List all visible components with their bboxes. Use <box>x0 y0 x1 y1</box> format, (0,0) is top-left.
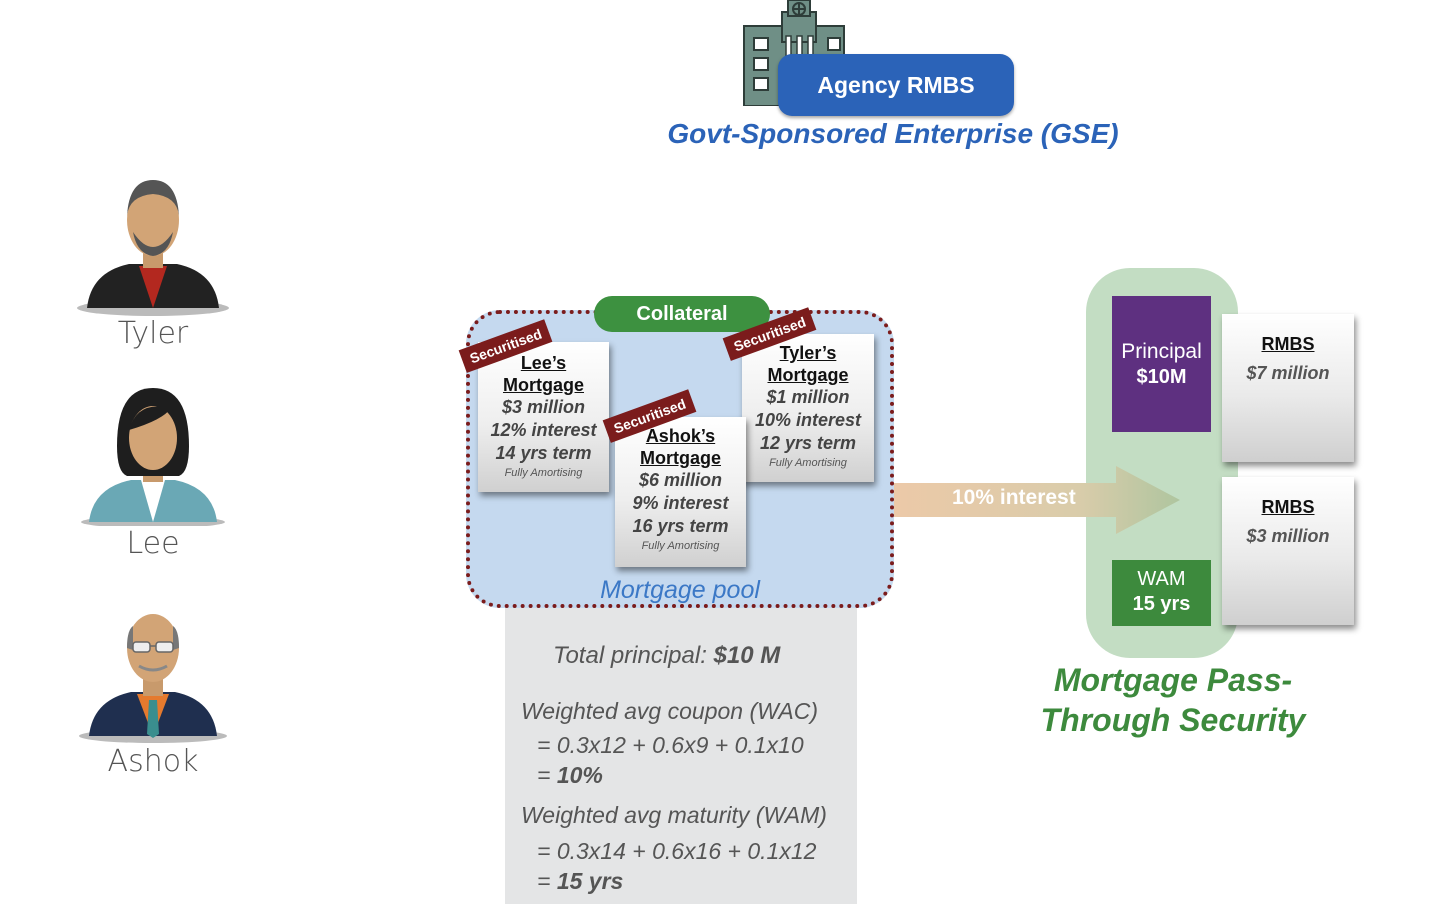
mortgage-term: 14 yrs term <box>495 443 592 463</box>
person-ashok: Ashok <box>70 608 236 779</box>
total-principal-value: $10 M <box>713 642 781 669</box>
mortgage-title: Mortgage <box>503 375 584 395</box>
person-name: Lee <box>126 526 180 561</box>
wam-formula: = 0.3x14 + 0.6x16 + 0.1x12 <box>537 838 817 864</box>
person-name: Ashok <box>107 744 199 779</box>
rmbs-tranche-1: RMBS $7 million <box>1222 314 1354 462</box>
agency-rmbs-label: Agency RMBS <box>778 54 1014 116</box>
mortgage-term: 12 yrs term <box>759 433 857 453</box>
interest-flow-arrow <box>894 466 1180 534</box>
woman-avatar-icon <box>81 388 225 526</box>
wam-equals: = <box>537 868 551 894</box>
mortgage-title: Lee’s <box>520 353 567 373</box>
wac-formula: = 0.3x12 + 0.6x9 + 0.1x10 <box>537 732 804 758</box>
wac-equals: = <box>537 762 551 788</box>
rmbs-value: $7 million <box>1246 363 1330 383</box>
wac-result: 10% <box>556 762 603 788</box>
mortgage-card-ashok: Ashok’s Mortgage $6 million 9% interest … <box>615 417 746 567</box>
man-with-glasses-avatar-icon <box>79 614 227 743</box>
mortgage-card-tyler: Tyler’s Mortgage $1 million 10% interest… <box>742 334 874 482</box>
mortgage-pool-label: Mortgage pool <box>600 576 760 604</box>
principal-box: Principal $10M <box>1112 296 1211 432</box>
principal-label: Principal <box>1121 340 1202 363</box>
wam-box-label: WAM <box>1137 568 1186 590</box>
gse-title: Govt-Sponsored Enterprise (GSE) <box>667 118 1119 149</box>
wam-box: WAM 15 yrs <box>1112 560 1211 626</box>
principal-value: $10M <box>1136 366 1187 388</box>
mortgage-amount: $3 million <box>501 397 586 417</box>
person-tyler: Tyler <box>70 176 236 351</box>
person-name: Tyler <box>117 316 189 351</box>
mortgage-title: Ashok’s <box>645 426 716 446</box>
mortgage-pass-through-title: Mortgage Pass-Through Security <box>1040 662 1306 738</box>
wam-label: Weighted avg maturity (WAM) <box>521 802 827 828</box>
mortgage-term: 16 yrs term <box>632 516 729 536</box>
mortgage-title: Mortgage <box>767 365 849 385</box>
wac-label: Weighted avg coupon (WAC) <box>521 698 819 724</box>
mortgage-interest: 10% interest <box>754 410 862 430</box>
mortgage-interest: 9% interest <box>632 493 729 513</box>
interest-flow-label: 10% interest <box>952 486 1076 509</box>
mortgage-type: Fully Amortising <box>769 457 847 469</box>
mortgage-type: Fully Amortising <box>504 467 583 479</box>
mortgage-title: Tyler’s <box>779 343 837 363</box>
mortgage-amount: $1 million <box>766 387 850 407</box>
total-principal-label: Total principal: <box>553 642 707 669</box>
rmbs-label: RMBS <box>1261 334 1315 354</box>
mortgage-type: Fully Amortising <box>641 540 720 552</box>
pool-statistics-panel: Total principal: $10 M Weighted avg coup… <box>505 608 857 904</box>
rmbs-value: $3 million <box>1246 526 1330 546</box>
collateral-label: Collateral <box>594 296 770 332</box>
wam-box-value: 15 yrs <box>1132 593 1191 615</box>
rmbs-label: RMBS <box>1261 497 1315 517</box>
person-lee: Lee <box>70 386 236 561</box>
mortgage-card-lee: Lee’s Mortgage $3 million 12% interest 1… <box>478 342 609 492</box>
mortgage-interest: 12% interest <box>490 420 597 440</box>
wam-result: 15 yrs <box>556 868 624 894</box>
mortgage-title: Mortgage <box>640 448 721 468</box>
rmbs-tranche-2: RMBS $3 million <box>1222 477 1354 625</box>
mortgage-amount: $6 million <box>638 470 723 490</box>
man-with-beard-avatar-icon <box>77 180 229 316</box>
